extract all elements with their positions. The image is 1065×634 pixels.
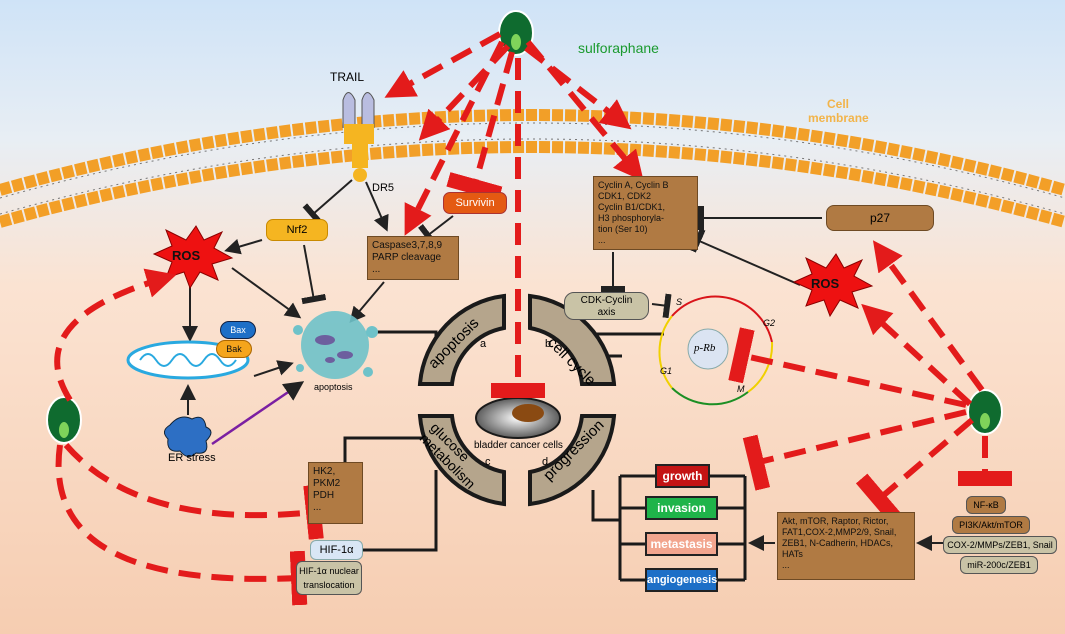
nrf2-box: Nrf2 [266,219,328,241]
center-label: bladder cancer cells [474,440,563,451]
progression-box: Akt, mTOR, Raptor, Rictor, FAT1,COX-2,MM… [777,512,915,580]
pathway-arrows [180,179,822,415]
cell-cycle-box: Cyclin A, Cyclin B CDK1, CDK2 Cyclin B1/… [593,176,698,250]
progression-line-5: ... [782,560,790,570]
cdk-cyclin-axis-box: CDK-Cyclin axis [564,292,649,320]
hif-box: HIF-1α [310,540,363,560]
glucose-line-4: ... [313,502,322,513]
bax-pill: Bax [220,321,256,339]
er-stress-graphic [164,416,212,457]
cycle-line-1: Cyclin A, Cyclin B [598,180,669,190]
ros-right-label: ROS [811,276,840,291]
cell-membrane-graphic [0,109,1065,228]
cycle-line-5: tion (Ser 10) [598,224,648,234]
apoptosis-cell-label: apoptosis [314,382,353,392]
sulforaphane-label: sulforaphane [578,40,659,56]
survivin-box: Survivin [443,192,507,214]
caspase-line-3: ... [372,264,381,275]
caspase-box: Caspase3,7,8,9 PARP cleavage ... [367,236,459,280]
progression-line-1: Akt, mTOR, Raptor, Rictor, [782,516,889,526]
sulforaphane-drop-left [46,396,82,444]
glucose-line-1: HK2, [313,466,336,477]
caspase-line-2: PARP cleavage [372,252,442,263]
pathway-cox2: COX-2/MMPs/ZEB1, Snail [943,536,1057,554]
phase-g1-label: G1 [660,366,673,376]
pathway-pi3k: PI3K/Akt/mTOR [952,516,1030,534]
hif-nuclear-line-1: HIF-1α nuclear [299,566,359,576]
cdk-axis-line-2: axis [597,307,616,318]
prb-label: p-Rb [694,342,716,354]
progression-line-3: ZEB1, N-Cadherin, HDACs, [782,538,894,548]
invasion-tag: invasion [645,496,718,520]
phase-g2-label: G2 [763,318,776,328]
cell-cycle-ring [658,295,774,406]
glucose-line-3: PDH [313,490,335,501]
p27-box: p27 [826,205,934,231]
quadrant-b-letter: b [545,338,552,350]
phase-m-label: M [737,384,745,394]
bak-pill: Bak [216,340,252,358]
progression-line-4: HATs [782,549,803,559]
cycle-line-3: Cyclin B1/CDK1, [598,202,666,212]
quadrant-a-letter: a [480,338,487,350]
ros-left-label: ROS [172,248,201,263]
ros-star-right [792,253,874,318]
hif-nuclear-line-2: translocation [303,580,355,590]
phase-s-label: S [676,297,683,307]
trail-label: TRAIL [330,70,365,84]
cycle-line-2: CDK1, CDK2 [598,191,652,201]
angiogenesis-tag: angiogenesis [645,568,718,592]
trail-receptor-graphic [342,92,375,182]
hif-nuclear-box: HIF-1α nuclear translocation [296,561,362,595]
er-stress-label: ER stress [168,452,216,464]
quadrant-c-letter: c [485,456,491,468]
cell-membrane-label: Cell membrane [808,97,869,125]
sulforaphane-drop-top [498,10,534,56]
growth-tag: growth [655,464,710,488]
apoptotic-cell-graphic [293,311,378,379]
pathway-nfkb: NF-κB [966,496,1006,514]
quadrant-d-letter: d [542,456,549,468]
dr5-label: DR5 [372,182,395,194]
sulforaphane-effect-lines [54,31,1012,606]
glucose-line-2: PKM2 [313,478,341,489]
cycle-line-4: H3 phosphoryla- [598,213,665,223]
cycle-line-6: ... [598,235,606,245]
glucose-box: HK2, PKM2 PDH ... [308,462,363,524]
sulforaphane-drop-right [967,389,1003,435]
pathway-mir200c: miR-200c/ZEB1 [960,556,1038,574]
progression-line-2: FAT1,COX-2,MMP2/9, Snail, [782,527,897,537]
caspase-line-1: Caspase3,7,8,9 [372,240,443,251]
metastasis-tag: metastasis [645,532,718,556]
cdk-axis-line-1: CDK-Cyclin [580,295,633,306]
central-ring [417,293,617,507]
